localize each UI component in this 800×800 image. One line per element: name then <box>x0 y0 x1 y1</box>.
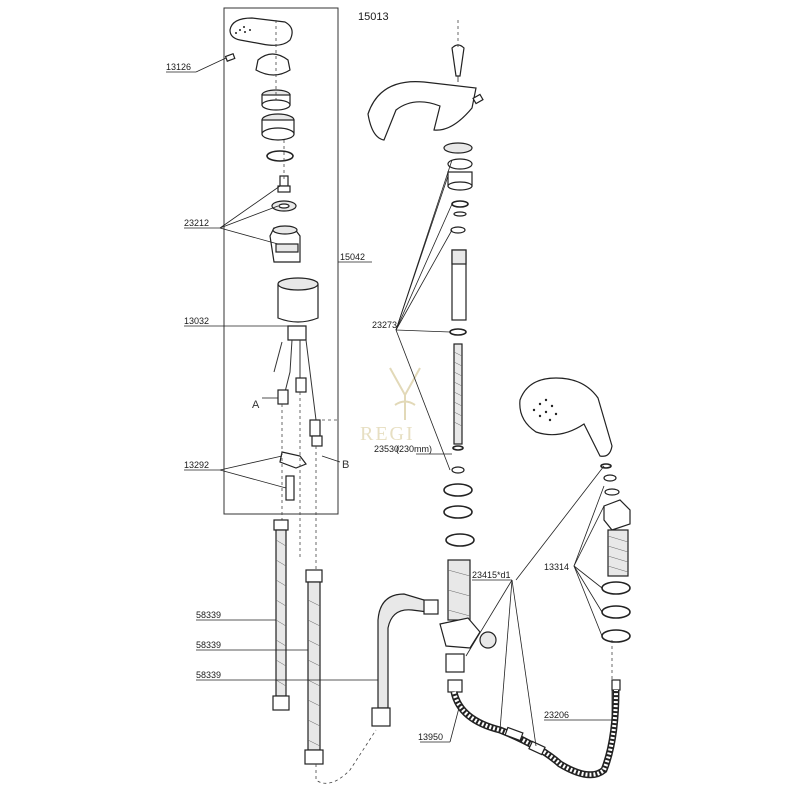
part-label-23212: 23212 <box>184 218 209 228</box>
lever-handle-assembly <box>224 17 323 501</box>
spout-assembly <box>367 44 497 693</box>
part-label-13126: 13126 <box>166 62 191 72</box>
connection-mark-a: A <box>252 399 260 411</box>
leader-lines <box>166 57 613 747</box>
part-label-58339-1: 58339 <box>196 610 221 620</box>
tee-nut <box>445 653 465 673</box>
hose-nut <box>305 569 323 583</box>
lever-handle <box>229 17 293 46</box>
hose-nut <box>273 519 289 531</box>
dome-cap <box>255 53 291 76</box>
connector-b <box>309 419 321 437</box>
braided-hose-3 <box>377 593 429 709</box>
set-screw <box>224 52 236 62</box>
part-label-13292: 13292 <box>184 460 209 470</box>
hose-connector <box>504 726 524 742</box>
diverter-tee <box>439 617 481 649</box>
shower-hose <box>450 689 620 779</box>
connector-a <box>277 389 289 405</box>
aerator-knob <box>451 44 465 77</box>
valve-base <box>287 325 307 341</box>
part-label-23273: 23273 <box>372 320 397 330</box>
part-label-23530-length: (230mm) <box>396 444 432 454</box>
hand-shower-assembly <box>519 377 631 691</box>
set-number-label: 15013 <box>358 11 389 23</box>
assembly-frame <box>223 7 339 515</box>
part-label-13032: 13032 <box>184 316 209 326</box>
watermark-logo: REGI <box>360 367 421 445</box>
part-label-13950: 13950 <box>418 732 443 742</box>
part-label-58339-3: 58339 <box>196 670 221 680</box>
hand-shower-head <box>519 377 613 457</box>
spout-screw <box>472 93 484 105</box>
connection-mark-b: B <box>342 459 349 471</box>
holder-body <box>607 529 629 577</box>
braided-hose-2 <box>307 581 321 751</box>
part-label-23415: 23415*d1 <box>472 570 511 580</box>
part-label-58339-2: 58339 <box>196 640 221 650</box>
part-label-13314: 13314 <box>544 562 569 572</box>
connector-mid <box>295 377 307 393</box>
tee-cap <box>479 631 497 649</box>
mounting-bracket <box>279 451 307 469</box>
threaded-rod <box>285 475 295 501</box>
watermark-text: REGI <box>360 423 415 445</box>
supply-hoses <box>272 519 439 765</box>
braided-hose-1 <box>275 529 287 697</box>
spout-ring <box>443 142 473 154</box>
part-label-23206: 23206 <box>544 710 569 720</box>
shower-holder <box>603 499 631 531</box>
o-ring <box>266 150 294 162</box>
part-label-23530: 23530 <box>374 444 399 454</box>
part-label-15042: 15042 <box>340 252 365 262</box>
spout <box>367 81 477 141</box>
